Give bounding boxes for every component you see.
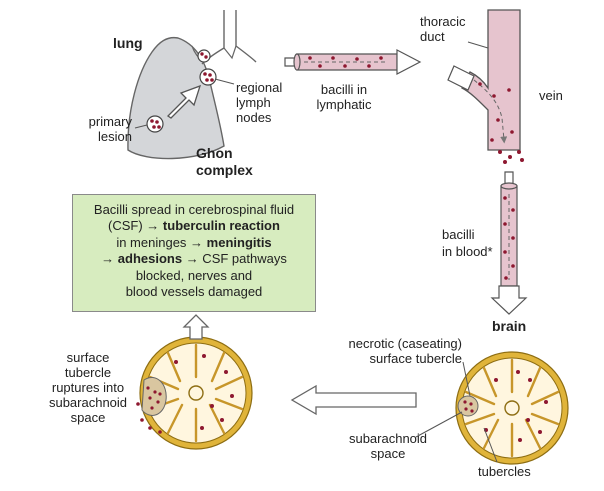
lung-illustration [127, 10, 257, 160]
regional-lymph-node [199, 68, 217, 86]
label-lung: lung [113, 35, 143, 51]
info-line-2: (CSF) → tuberculin reaction [108, 218, 280, 234]
blood-tube [490, 171, 528, 315]
label-surface-tubercle-ruptures: surface tubercle ruptures into subarachn… [48, 350, 128, 425]
label-subarachnoid-space: subarachnoid space [348, 431, 428, 461]
lymphatic-tube [284, 49, 422, 75]
info-line-4: → adhesions → CSF pathways [101, 251, 287, 267]
label-regional-lymph-nodes: regional lymph nodes [236, 80, 283, 125]
info-line-1: Bacilli spread in cerebrospinal fluid [93, 202, 295, 217]
info-line-5: blocked, nerves and [135, 267, 253, 283]
primary-lesion-node [146, 115, 164, 133]
lesion-to-node-arrow [166, 84, 202, 119]
lymph-node-upper [197, 49, 211, 63]
brain-to-box-arrow [182, 314, 210, 340]
brain-right [415, 351, 569, 465]
label-vein: vein [539, 88, 563, 103]
label-bacilli-in-blood: bacilli in blood* [442, 227, 493, 259]
label-ghon-complex: Ghon complex [196, 145, 253, 178]
label-bacilli-in-lymphatic: bacilli in lymphatic [316, 82, 372, 112]
vein-illustration [447, 9, 524, 164]
label-brain: brain [492, 318, 527, 334]
meningitis-info-box: Bacilli spread in cerebrospinal fluid (C… [72, 194, 316, 312]
info-line-6: blood vessels damaged [125, 284, 263, 300]
info-line-3: in meninges → meningitis [116, 234, 272, 250]
label-tubercles: tubercles [478, 464, 531, 479]
label-necrotic-tubercle: necrotic (caseating) surface tubercle [348, 336, 462, 366]
label-primary-lesion: primary lesion [88, 114, 132, 144]
label-thoracic-duct: thoracic duct [420, 14, 466, 44]
brain-to-brain-arrow [290, 384, 417, 416]
brain-left [136, 336, 253, 450]
